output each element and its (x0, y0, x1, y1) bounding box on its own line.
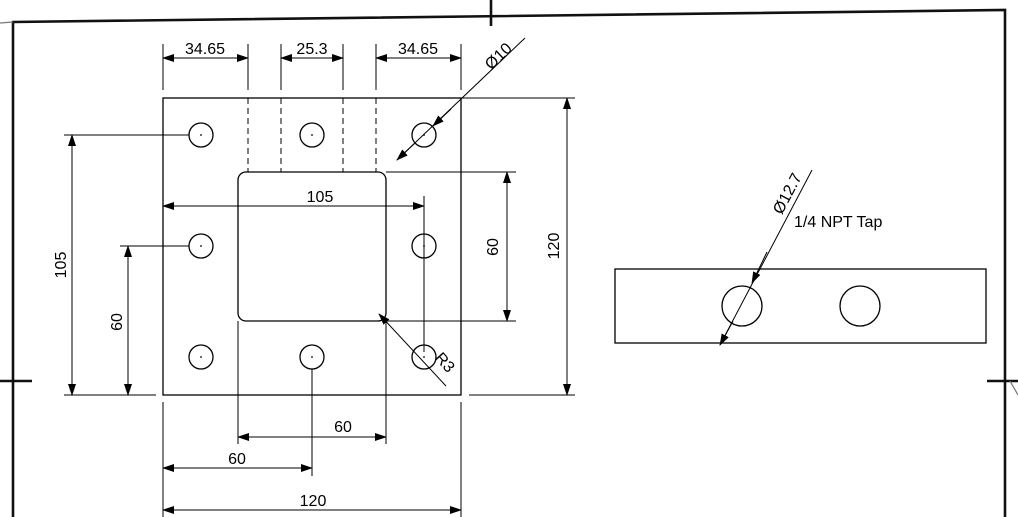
right-dimensions: 60 120 (386, 97, 575, 396)
tap-hole (721, 285, 763, 327)
hole (299, 122, 325, 148)
dim-hole-diameter: Ø10 (482, 40, 516, 73)
tap-note: 1/4 NPT Tap (794, 214, 882, 231)
dim-bottom-pocket: 60 (334, 419, 352, 436)
side-hole (839, 285, 881, 327)
corner-radius-callout: R3 (378, 313, 458, 387)
dim-left-outer: 105 (53, 252, 70, 279)
dim-top-right: 34.65 (398, 41, 438, 58)
dim-right-outer: 120 (546, 233, 563, 260)
side-plate-outline (614, 268, 987, 344)
center-pocket (237, 171, 387, 322)
dim-inner-horizontal: 105 (307, 189, 334, 206)
left-dimensions: 105 60 (53, 134, 189, 396)
hole (411, 122, 437, 148)
plate-outline (162, 97, 462, 396)
dim-bottom-hole-offset: 60 (228, 451, 246, 468)
bolt-holes (188, 122, 437, 370)
hole (188, 344, 214, 370)
hidden-lines (247, 98, 377, 172)
dim-bottom-overall: 120 (300, 493, 327, 510)
dim-top-mid: 25.3 (296, 41, 327, 58)
bottom-dimensions: 60 60 120 (162, 321, 462, 517)
side-view: Ø12.7 1/4 NPT Tap (614, 169, 987, 346)
dim-top-left: 34.65 (185, 41, 225, 58)
inner-horizontal-dimension: 105 (162, 189, 425, 352)
dim-right-inner: 60 (485, 238, 502, 256)
dim-left-inner: 60 (109, 313, 126, 331)
front-view (162, 97, 462, 396)
top-dimensions: 34.65 25.3 34.65 (162, 41, 462, 90)
dim-tap-diameter: Ø12.7 (770, 171, 806, 218)
